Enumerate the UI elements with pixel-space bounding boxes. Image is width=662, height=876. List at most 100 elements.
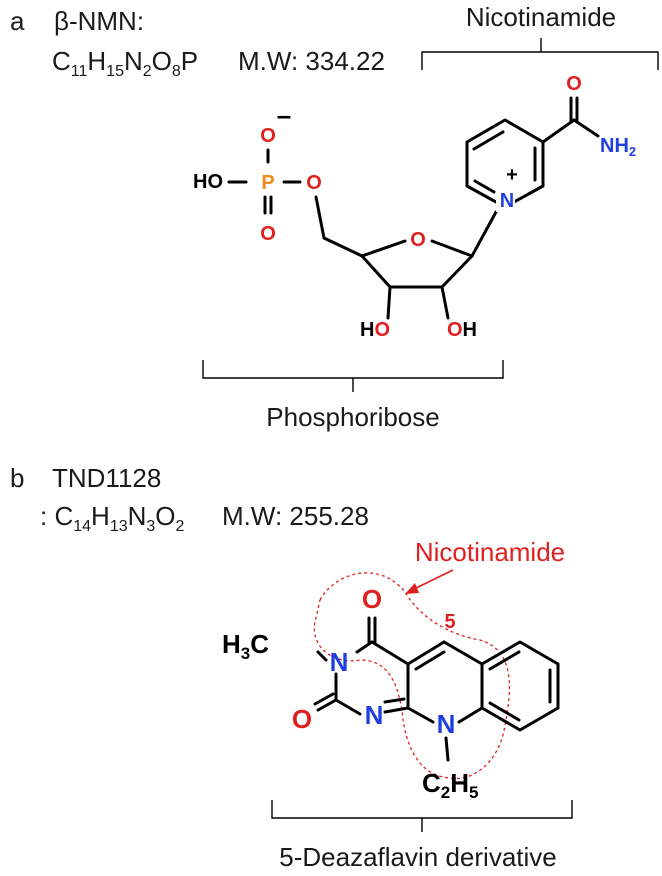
formula-n-count: 2 — [143, 63, 152, 80]
deazaflavin-bracket — [271, 800, 573, 832]
tnd-name: TND1128 — [52, 463, 161, 493]
tnd-formula-h-count: 13 — [110, 518, 128, 535]
hydroxyl-c3-h: H — [360, 319, 374, 341]
nmn-mw: M.W: 334.22 — [238, 46, 385, 76]
pyridine-double-3 — [473, 179, 496, 194]
bond-ring-carbonyl — [541, 118, 576, 144]
phosphorus-atom: P — [261, 172, 274, 194]
bond-n10-ethyl — [444, 736, 450, 762]
formula-c: C — [52, 46, 71, 76]
phosphate-oxygen-top: O — [260, 125, 276, 147]
carbonyl-oxygen-left: O — [292, 704, 312, 734]
methyl-h-count: 3 — [241, 644, 250, 663]
nicotinamide-annotation: Nicotinamide — [415, 537, 565, 567]
bond-c4-n3 — [355, 640, 374, 654]
amide-oxygen: O — [566, 73, 582, 95]
phosphoribose-bracket-label: Phosphoribose — [266, 402, 439, 432]
methyl-h: H — [222, 629, 241, 659]
tnd-formula-n: N — [128, 501, 147, 531]
ethyl-group: C2H5 — [422, 768, 479, 802]
ethyl-c-count: 2 — [441, 783, 450, 802]
nitrogen-n10: N — [437, 709, 456, 739]
panel-a-label: a — [10, 6, 25, 36]
pyridinium-charge: + — [506, 164, 518, 186]
pyridine-double-1 — [472, 130, 505, 151]
bond-c2-oh — [440, 285, 450, 320]
tnd-formula-o: O — [155, 501, 175, 531]
tnd-mw: M.W: 255.28 — [222, 501, 369, 531]
bond-n10-c9a — [457, 706, 484, 724]
tnd-formula-n-count: 3 — [146, 518, 155, 535]
amide-nh: NH — [600, 135, 629, 157]
methyl-c: C — [250, 629, 269, 659]
nicotinamide-bracket — [421, 38, 659, 70]
bond-methyl-n3 — [316, 650, 328, 662]
bond-c2-c1 — [440, 254, 474, 289]
benzene-double-3 — [488, 701, 521, 722]
bond-o-ch2-c4 — [314, 195, 364, 258]
bond-c1-n — [470, 210, 498, 258]
carbonyl-oxygen-top: O — [362, 584, 382, 614]
deazaflavin-structure: O H3C N O N N C2H5 — [222, 584, 560, 802]
bond-c4-o-ring — [360, 239, 407, 258]
nicotinamide-bracket-label: Nicotinamide — [466, 2, 616, 32]
nmn-formula: C11H15N2O8P — [52, 46, 198, 80]
bond-o-ring-c1 — [430, 239, 474, 258]
hydroxyl-c3: HO — [360, 319, 390, 341]
tnd-formula: : C14H13N3O2 — [40, 501, 185, 535]
tnd-formula-c-count: 14 — [73, 518, 91, 535]
panel-b-label: b — [10, 463, 24, 493]
formula-o: O — [152, 46, 172, 76]
annotation-arrow-line — [411, 569, 454, 591]
ribose-ring: O HO OH — [314, 195, 498, 341]
nitrogen-n3: N — [330, 647, 349, 677]
formula-c-count: 11 — [71, 63, 88, 80]
ethyl-c: C — [422, 768, 441, 798]
formula-h-count: 15 — [106, 63, 124, 80]
bond-c4-c3 — [360, 254, 392, 289]
hydroxyl-c2-o: O — [447, 319, 463, 341]
formula-p: P — [181, 46, 198, 76]
panel-b: b TND1128 : C14H13N3O2 M.W: 255.28 Nicot… — [10, 463, 573, 872]
bridge-oxygen: O — [306, 172, 322, 194]
bond-c2-n1 — [334, 698, 362, 716]
tnd-formula-prefix: : — [40, 501, 54, 531]
hydroxyl-h: HO — [193, 171, 223, 193]
formula-n: N — [124, 46, 143, 76]
bond-c2-o-double — [313, 692, 335, 706]
bond-c5a-c5 — [442, 640, 484, 666]
panel-a: a β-NMN: C11H15N2O8P M.W: 334.22 Nicotin… — [10, 2, 659, 432]
bond-c5-c4a — [406, 640, 446, 666]
nitrogen-label-mask — [496, 190, 515, 212]
amide-nh-sub: 2 — [629, 144, 636, 159]
tnd-formula-h: H — [91, 501, 110, 531]
tnd-formula-o-count: 2 — [176, 518, 185, 535]
benzene-double-1 — [488, 650, 521, 671]
bond-c3-oh — [386, 285, 392, 320]
phosphate-oxygen-bottom: O — [260, 223, 276, 245]
bond-carbonyl-n — [572, 118, 600, 138]
ethyl-h-count: 5 — [469, 783, 478, 802]
formula-o-count: 8 — [172, 63, 181, 80]
benzene-ring — [480, 640, 560, 732]
hydroxyl-ho: HO — [193, 171, 223, 193]
bond-n1-c10a — [383, 706, 410, 714]
deazaflavin-bracket-label: 5-Deazaflavin derivative — [279, 842, 556, 872]
methyl-group: H3C — [222, 629, 269, 663]
tnd-formula-c: C — [54, 501, 73, 531]
hydroxyl-c2-h: H — [463, 319, 477, 341]
annotation-arrowhead — [405, 583, 419, 594]
ethyl-h: H — [450, 768, 469, 798]
bond-c2-o — [316, 698, 338, 712]
hydroxyl-c3-o: O — [374, 319, 390, 341]
nmn-name: β-NMN: — [54, 6, 144, 36]
pyridinium-ring: N + O NH2 — [465, 73, 636, 212]
bond-n1-c10a-double — [383, 697, 406, 704]
nitrogen-n1: N — [365, 700, 384, 730]
amide-nh2: NH2 — [600, 135, 636, 159]
bond-c4a-c4 — [370, 640, 410, 666]
phosphate-minus-sign: – — [277, 100, 291, 130]
nicotinamide-outline — [313, 572, 511, 780]
pyridinium-nitrogen: N — [500, 190, 514, 212]
